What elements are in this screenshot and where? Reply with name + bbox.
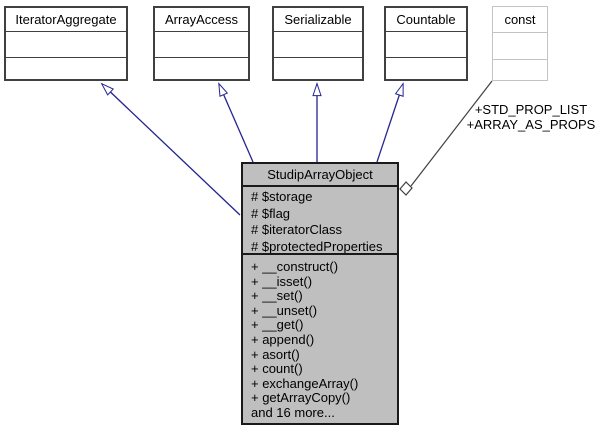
- attribute-line: # $storage: [251, 189, 313, 204]
- aggregation-edge-labels: +STD_PROP_LIST +ARRAY_AS_PROPS: [458, 102, 604, 132]
- class-node-countable[interactable]: Countable: [384, 6, 468, 81]
- attributes-compartment: # $storage # $flag # $iteratorClass # $p…: [243, 187, 397, 255]
- method-line: + __set(): [251, 288, 303, 304]
- method-line: + count(): [251, 361, 303, 377]
- method-line: + append(): [251, 331, 315, 347]
- node-title: IteratorAggregate: [6, 8, 126, 32]
- empty-methods-compartment: [493, 60, 547, 80]
- method-line: + __get(): [251, 317, 304, 333]
- inheritance-edge-countable: [376, 82, 404, 163]
- methods-compartment: + __construct() + __isset() + __set() + …: [243, 255, 397, 423]
- class-node-studiparrayobject[interactable]: StudipArrayObject # $storage # $flag # $…: [241, 162, 399, 425]
- empty-attributes-compartment: [386, 32, 466, 58]
- method-line: + __unset(): [251, 302, 318, 318]
- inheritance-edge-iteratoraggregate: [100, 82, 241, 216]
- empty-attributes-compartment: [274, 32, 362, 58]
- node-title: ArrayAccess: [155, 8, 248, 32]
- node-title: Serializable: [274, 8, 362, 32]
- method-line: + __isset(): [251, 273, 313, 289]
- class-node-iteratoraggregate[interactable]: IteratorAggregate: [4, 6, 128, 81]
- method-line-more: and 16 more...: [251, 404, 335, 420]
- attribute-line: # $flag: [251, 205, 291, 221]
- class-node-serializable[interactable]: Serializable: [272, 6, 364, 81]
- node-title: const: [493, 7, 547, 33]
- attribute-line: # $iteratorClass: [251, 222, 343, 237]
- const-node: const: [492, 6, 548, 81]
- edge-label-std-prop-list: +STD_PROP_LIST: [474, 102, 588, 117]
- edge-label-array-as-props: +ARRAY_AS_PROPS: [466, 117, 596, 132]
- empty-methods-compartment: [386, 58, 466, 79]
- empty-attributes-compartment: [493, 33, 547, 60]
- aggregation-edge-const: [410, 80, 493, 187]
- empty-methods-compartment: [274, 58, 362, 79]
- class-node-arrayaccess[interactable]: ArrayAccess: [153, 6, 250, 81]
- empty-attributes-compartment: [6, 32, 126, 58]
- empty-methods-compartment: [155, 58, 248, 79]
- method-line: + getArrayCopy(): [251, 390, 351, 406]
- aggregation-open-diamond: [399, 181, 413, 196]
- inheritance-edge-arrayaccess: [218, 82, 254, 163]
- empty-methods-compartment: [6, 58, 126, 79]
- class-title: StudipArrayObject: [243, 164, 397, 187]
- method-line: + exchangeArray(): [251, 375, 359, 391]
- empty-attributes-compartment: [155, 32, 248, 58]
- node-title: Countable: [386, 8, 466, 32]
- attribute-line: # $protectedProperties: [251, 238, 383, 254]
- method-line: + __construct(): [251, 259, 339, 274]
- method-line: + asort(): [251, 346, 300, 362]
